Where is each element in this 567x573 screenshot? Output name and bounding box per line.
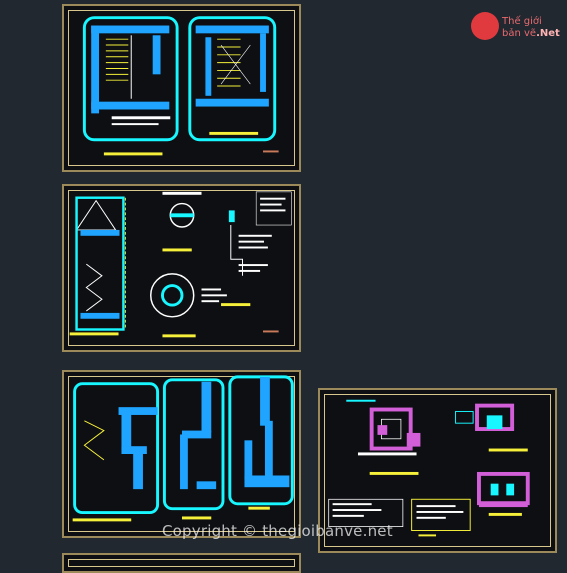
stair-elevations xyxy=(72,375,294,522)
logo-line-1: Thế giới xyxy=(502,16,542,27)
logo-line-2: bản vẽ.Net xyxy=(502,28,560,39)
sheet-frame xyxy=(68,376,295,532)
sheet-frame xyxy=(68,10,295,166)
sheet-frame xyxy=(68,559,295,567)
brand-logo[interactable]: Thế giới bản vẽ.Net xyxy=(471,10,561,42)
sheet-frame xyxy=(324,394,551,547)
house-icon xyxy=(471,12,499,40)
drawing-sheet-1[interactable] xyxy=(62,4,301,172)
drawing-sheet-2[interactable] xyxy=(62,184,301,352)
stair-section-and-details xyxy=(69,191,292,338)
tank-plans-and-sections xyxy=(328,399,530,537)
copyright-watermark: Copyright © thegioibanve.net xyxy=(162,522,393,540)
drawing-sheet-5[interactable] xyxy=(62,553,301,573)
sheet-frame xyxy=(68,190,295,346)
drawing-sheet-4[interactable] xyxy=(318,388,557,553)
drawing-sheet-3[interactable] xyxy=(62,370,301,538)
stair-floor-plans xyxy=(82,16,279,156)
